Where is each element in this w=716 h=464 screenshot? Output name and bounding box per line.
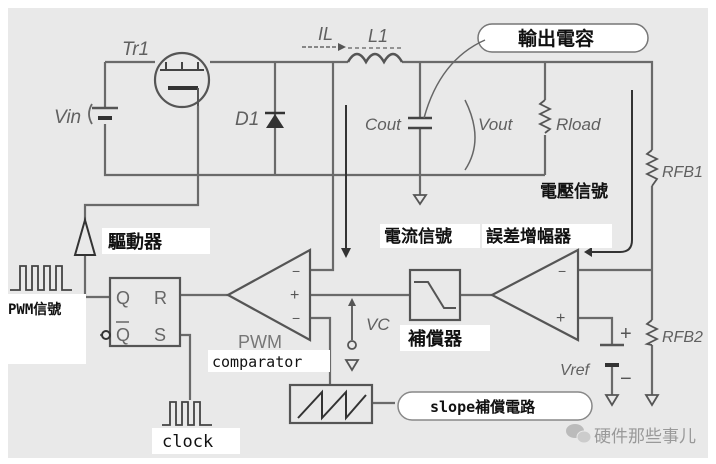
label-bg xyxy=(6,294,86,364)
callout-pointer-icon xyxy=(423,39,486,119)
label-bg xyxy=(102,228,210,254)
vin-battery-icon xyxy=(88,103,118,125)
sawtooth-icon xyxy=(297,389,367,421)
rfb1-label: RFB1 xyxy=(662,164,703,181)
rfb2-resistor-icon xyxy=(644,319,660,346)
voltage-signal-arrow-icon xyxy=(592,90,633,253)
erramp-plus: + xyxy=(556,310,565,327)
error-amplifier-label: 誤差增幅器 xyxy=(486,226,572,247)
label-bg xyxy=(208,350,330,372)
capacitor-icon xyxy=(408,116,432,206)
ground-icons xyxy=(344,359,660,407)
rload-label: Rload xyxy=(556,115,601,134)
qbar-label: Q xyxy=(116,325,130,345)
vout-label: Vout xyxy=(478,115,514,134)
pwm-comparator-icon xyxy=(225,248,312,342)
l1-label: L1 xyxy=(368,26,388,46)
arrowhead-icon xyxy=(584,247,592,257)
watermark-text: 硬件那些事儿 xyxy=(594,427,696,447)
driver-label: 驅動器 xyxy=(108,231,163,253)
rfb1-resistor-icon xyxy=(644,149,660,187)
vref-battery-icon: + − xyxy=(600,323,632,390)
error-amplifier-icon xyxy=(489,248,580,342)
output-capacitor-label: 輸出電容 xyxy=(518,27,594,50)
feedback-wires xyxy=(578,186,654,395)
pwm-waveform-icon xyxy=(10,265,72,291)
comparator-plus: + xyxy=(290,287,299,304)
inductor-icon xyxy=(346,47,404,65)
diode-icon xyxy=(265,111,285,128)
label-bg xyxy=(152,428,240,454)
mosfet-icon xyxy=(153,51,211,109)
d1-label: D1 xyxy=(235,109,259,130)
inverter-bubble-icon xyxy=(101,330,111,340)
s-label: S xyxy=(154,325,166,345)
current-signal-label: 電流信號 xyxy=(384,226,452,247)
arrowhead-icon xyxy=(341,248,351,258)
slope-compensation-block xyxy=(288,383,374,425)
vout-arc-icon xyxy=(464,99,476,171)
compensator-label: 補償器 xyxy=(407,328,463,350)
arrowhead-icon xyxy=(348,298,356,306)
control-wires xyxy=(83,106,492,405)
power-stage-wires xyxy=(103,60,654,272)
label-bg xyxy=(400,325,490,351)
r-label: R xyxy=(154,288,167,308)
slope-compensation-callout xyxy=(397,391,593,421)
label-bg xyxy=(482,224,612,248)
comparator-minus-2: − xyxy=(292,310,300,326)
wechat-logo-icon xyxy=(566,424,592,444)
q-label: Q xyxy=(116,288,130,308)
slope-compensation-label: slope補償電路 xyxy=(430,398,536,416)
erramp-minus: − xyxy=(558,263,566,279)
vc-label: VC xyxy=(366,315,390,334)
clock-waveform-icon xyxy=(162,401,212,426)
comparator-minus-1: − xyxy=(292,263,300,279)
rload-resistor-icon xyxy=(537,99,553,134)
cout-label: Cout xyxy=(365,115,402,134)
sr-flipflop xyxy=(108,276,182,348)
label-bg xyxy=(380,224,480,248)
vref-minus: − xyxy=(620,368,632,390)
clock-label: clock xyxy=(162,432,213,452)
pwm-label: PWM xyxy=(238,332,282,352)
output-capacitor-callout xyxy=(477,23,649,53)
comparator-label: comparator xyxy=(212,353,302,371)
pwm-signal-label: PWM信號 xyxy=(8,301,61,318)
voltage-signal-label: 電壓信號 xyxy=(540,181,608,202)
tr1-label: Tr1 xyxy=(122,39,149,60)
vc-node-icon xyxy=(347,340,357,350)
vin-label: Vin xyxy=(54,107,81,128)
rfb2-label: RFB2 xyxy=(662,329,703,346)
il-arrow-icon xyxy=(302,43,346,51)
driver-icon xyxy=(73,216,97,256)
vref-plus: + xyxy=(620,323,632,345)
lowpass-icon xyxy=(414,281,456,309)
il-label: IL xyxy=(318,24,333,44)
vref-label: Vref xyxy=(560,362,591,379)
